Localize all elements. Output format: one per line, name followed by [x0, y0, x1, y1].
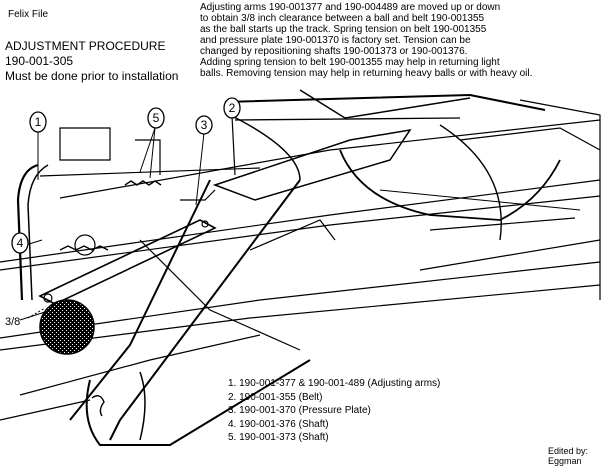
frame-line — [19, 334, 261, 396]
frame-line — [0, 399, 91, 421]
belt-edge — [69, 179, 211, 421]
instruction-line: Adding spring tension to belt 190-001355… — [200, 57, 500, 68]
instruction-line: Adjusting arms 190-001377 and 190-004489… — [200, 2, 501, 13]
bracket — [180, 189, 216, 201]
spring — [124, 180, 162, 186]
procedure-part-number: 190-001-305 — [5, 54, 74, 68]
belt-top — [234, 117, 461, 121]
callout-2-label: 2 — [229, 101, 236, 115]
instruction-line: changed by repositioning shafts 190-0013… — [200, 46, 468, 57]
callout-5-label: 5 — [153, 111, 160, 125]
instruction-line: balls. Removing tension may help in retu… — [200, 68, 533, 79]
pressure-plate — [249, 219, 336, 251]
callout-bubble — [29, 111, 47, 133]
title-block: ADJUSTMENT PROCEDURE 190-001-305 Must be… — [5, 40, 178, 85]
arm-pivot — [201, 220, 209, 228]
upper-mechanism — [429, 217, 576, 231]
belt-roll — [85, 359, 311, 446]
parts-list-item: 4. 190-001-376 (Shaft) — [228, 418, 329, 430]
bracket — [135, 139, 161, 175]
callout-leader — [195, 132, 205, 206]
instruction-line: to obtain 3/8 inch clearance between a b… — [200, 13, 485, 24]
belt-edge — [229, 114, 301, 181]
bowling-ball — [39, 299, 95, 355]
adjusting-arm — [38, 219, 217, 305]
editor-credit: Edited by: Eggman — [548, 446, 588, 467]
parts-list-item: 5. 190-001-373 (Shaft) — [228, 432, 329, 444]
procedure-heading: ADJUSTMENT PROCEDURE — [5, 39, 166, 53]
return-track — [27, 164, 49, 301]
spring-pulley — [74, 234, 96, 256]
editor-credit-label: Edited by: — [548, 446, 589, 456]
callout-bubble — [147, 107, 165, 129]
instruction-line: and pressure plate 190-001370 is factory… — [200, 35, 471, 46]
return-track — [16, 163, 39, 301]
frame-line — [419, 239, 601, 271]
frame-line — [519, 99, 601, 300]
callout-leader — [25, 239, 43, 246]
header-label: Felix File — [8, 9, 49, 20]
instructions-block: Adjusting arms 190-001377 and 190-004489… — [200, 3, 532, 80]
frame-line — [139, 239, 301, 351]
upper-mechanism — [439, 124, 502, 241]
callout-bubble — [11, 232, 29, 254]
parts-list-item: 2. 190-001-355 (Belt) — [228, 391, 323, 403]
parts-list-item: 1. 190-001-377 & 190-001-489 (Adjusting … — [228, 378, 441, 389]
callout-3-label: 3 — [201, 118, 208, 132]
parts-list: 1. 190-001-377 & 190-001-489 (Adjusting … — [228, 379, 440, 447]
frame-line — [59, 119, 601, 199]
upper-mechanism — [339, 149, 561, 221]
belt-roll-mark — [91, 395, 105, 417]
clearance-leader — [19, 311, 46, 321]
pressure-plate — [212, 128, 412, 201]
procedure-subtitle: Must be done prior to installation — [5, 69, 179, 83]
callout-leader — [139, 127, 156, 173]
clearance-label: 3/8 — [5, 316, 21, 328]
instruction-line: as the ball starts up the track. Spring … — [200, 24, 487, 35]
spring — [59, 245, 109, 251]
belt-top — [224, 93, 546, 111]
callout-bubble — [223, 97, 241, 119]
clearance-gap-marker — [27, 307, 46, 319]
editor-credit-name: Eggman — [548, 456, 582, 467]
belt-bracket — [299, 89, 471, 119]
parts-list-item: 3. 190-001-370 (Pressure Plate) — [228, 405, 371, 417]
callout-1-label: 1 — [35, 115, 42, 129]
bracket — [59, 127, 111, 161]
frame-line — [0, 179, 601, 263]
arm-pivot — [43, 293, 53, 303]
belt-roll — [139, 371, 146, 441]
callout-leader — [149, 127, 156, 179]
frame-line — [39, 167, 261, 177]
frame-line — [0, 195, 601, 271]
upper-mechanism — [379, 189, 581, 211]
callout-leader — [231, 115, 236, 176]
callout-4-label: 4 — [17, 236, 24, 250]
callout-bubble — [195, 115, 213, 135]
belt-edge — [109, 179, 301, 441]
frame-line — [459, 127, 601, 151]
